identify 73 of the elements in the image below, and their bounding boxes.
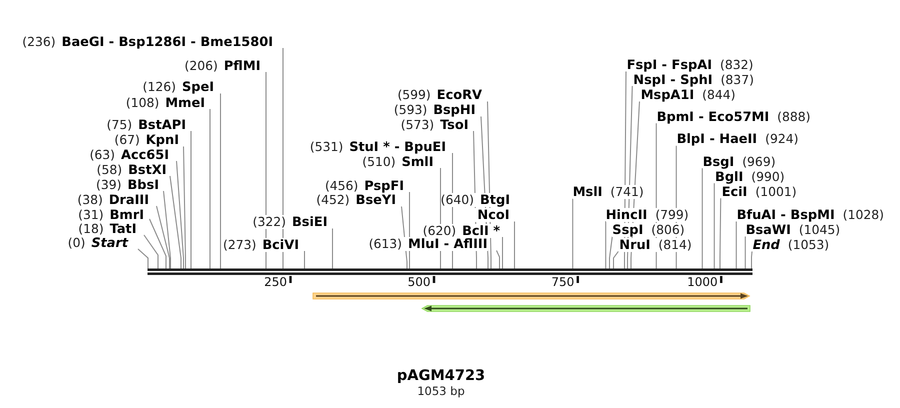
enzyme-label: BfuAI - BspMI (1028) bbox=[736, 208, 884, 222]
enzyme-label: (322) BsiEI bbox=[252, 215, 328, 229]
leader-line bbox=[572, 198, 574, 269]
enzyme-label: (573) TsoI bbox=[400, 118, 468, 132]
enzyme-label: (593) BspHI bbox=[394, 103, 476, 117]
leader-line bbox=[282, 48, 284, 269]
enzyme-label: (63) Acc65I bbox=[90, 148, 169, 162]
enzyme-label: NspI - SphI (837) bbox=[633, 72, 754, 86]
enzyme-label: End (1053) bbox=[752, 238, 830, 252]
tick-label: 250 bbox=[264, 276, 287, 289]
leader-line bbox=[170, 176, 182, 269]
enzyme-label: (613) MluI - AflIII bbox=[368, 237, 488, 251]
enzyme-label: (206) PflMI bbox=[184, 58, 260, 72]
enzyme-label: (236) BaeGI - Bsp1286I - Bme1580I bbox=[22, 34, 273, 48]
leader-line bbox=[736, 221, 737, 269]
enzyme-label: (18) TatI bbox=[78, 222, 136, 236]
enzyme-label: FspI - FspAI (832) bbox=[626, 58, 754, 72]
sequence-bar bbox=[148, 268, 752, 275]
leader-line bbox=[190, 130, 192, 269]
tick-label: 750 bbox=[551, 276, 574, 289]
enzyme-label: (640) BtgI bbox=[440, 192, 510, 206]
enzyme-label: (39) BbsI bbox=[96, 178, 159, 192]
leader-line bbox=[609, 236, 613, 269]
leader-line bbox=[149, 218, 166, 269]
enzyme-label: (108) MmeI bbox=[126, 96, 205, 110]
enzyme-label: SspI (806) bbox=[612, 223, 685, 237]
leader-line bbox=[720, 198, 722, 269]
leader-line bbox=[156, 206, 170, 269]
enzyme-label: (38) DraIII bbox=[77, 192, 149, 206]
leader-line bbox=[496, 250, 500, 269]
enzyme-label: (126) SpeI bbox=[142, 80, 214, 94]
leader-line bbox=[613, 251, 619, 269]
enzyme-label: (620) BclI * bbox=[422, 224, 500, 238]
enzyme-label: HincII (799) bbox=[606, 208, 689, 222]
leader-line bbox=[702, 168, 703, 269]
leader-line bbox=[183, 146, 186, 269]
enzyme-label: BlpI - HaeII (924) bbox=[676, 132, 798, 146]
enzyme-label: NruI (814) bbox=[619, 238, 692, 252]
sequence-length: 1053 bp bbox=[417, 385, 465, 398]
tick-label: 500 bbox=[408, 276, 430, 289]
leader-line bbox=[502, 236, 503, 269]
enzyme-label: (0) Start bbox=[68, 236, 128, 250]
enzyme-label: (58) BstXI bbox=[96, 162, 166, 176]
enzyme-label: (273) BciVI bbox=[223, 238, 299, 252]
enzyme-label: BsgI (969) bbox=[702, 154, 776, 169]
enzyme-label: (452) BseYI bbox=[316, 193, 396, 207]
leader-line bbox=[304, 250, 305, 269]
enzyme-label: BpmI - Eco57MI (888) bbox=[656, 110, 810, 124]
leader-line bbox=[220, 93, 221, 269]
enzyme-label: (456) PspFI bbox=[324, 178, 404, 192]
enzyme-label: EciI (1001) bbox=[722, 184, 797, 199]
map-title: pAGM4723 bbox=[396, 368, 486, 385]
leader-line bbox=[714, 182, 715, 269]
enzyme-label: (510) SmlI bbox=[362, 154, 434, 168]
leader-line bbox=[163, 190, 171, 269]
enzyme-label: (531) StuI * - BpuEI bbox=[310, 140, 446, 154]
leader-line bbox=[332, 228, 333, 269]
leader-line bbox=[605, 220, 606, 269]
leader-line bbox=[744, 236, 746, 269]
leader-line bbox=[514, 221, 515, 269]
leader-line bbox=[144, 234, 158, 269]
leader-line bbox=[176, 160, 184, 269]
enzyme-label: (599) EcoRV bbox=[397, 88, 482, 102]
enzyme-label: BsaWI (1045) bbox=[746, 223, 840, 237]
enzyme-label: BglI (990) bbox=[715, 170, 785, 184]
leader-line bbox=[751, 251, 752, 269]
leader-line bbox=[138, 248, 148, 269]
enzyme-label: (31) BmrI bbox=[78, 208, 144, 222]
enzyme-label: MslI (741) bbox=[572, 185, 644, 200]
enzyme-label: MspA1I (844) bbox=[640, 88, 736, 102]
enzyme-label: (67) KpnI bbox=[114, 133, 179, 147]
enzyme-label: (75) BstAPI bbox=[106, 118, 186, 132]
tick-label: 1000 bbox=[687, 276, 718, 289]
